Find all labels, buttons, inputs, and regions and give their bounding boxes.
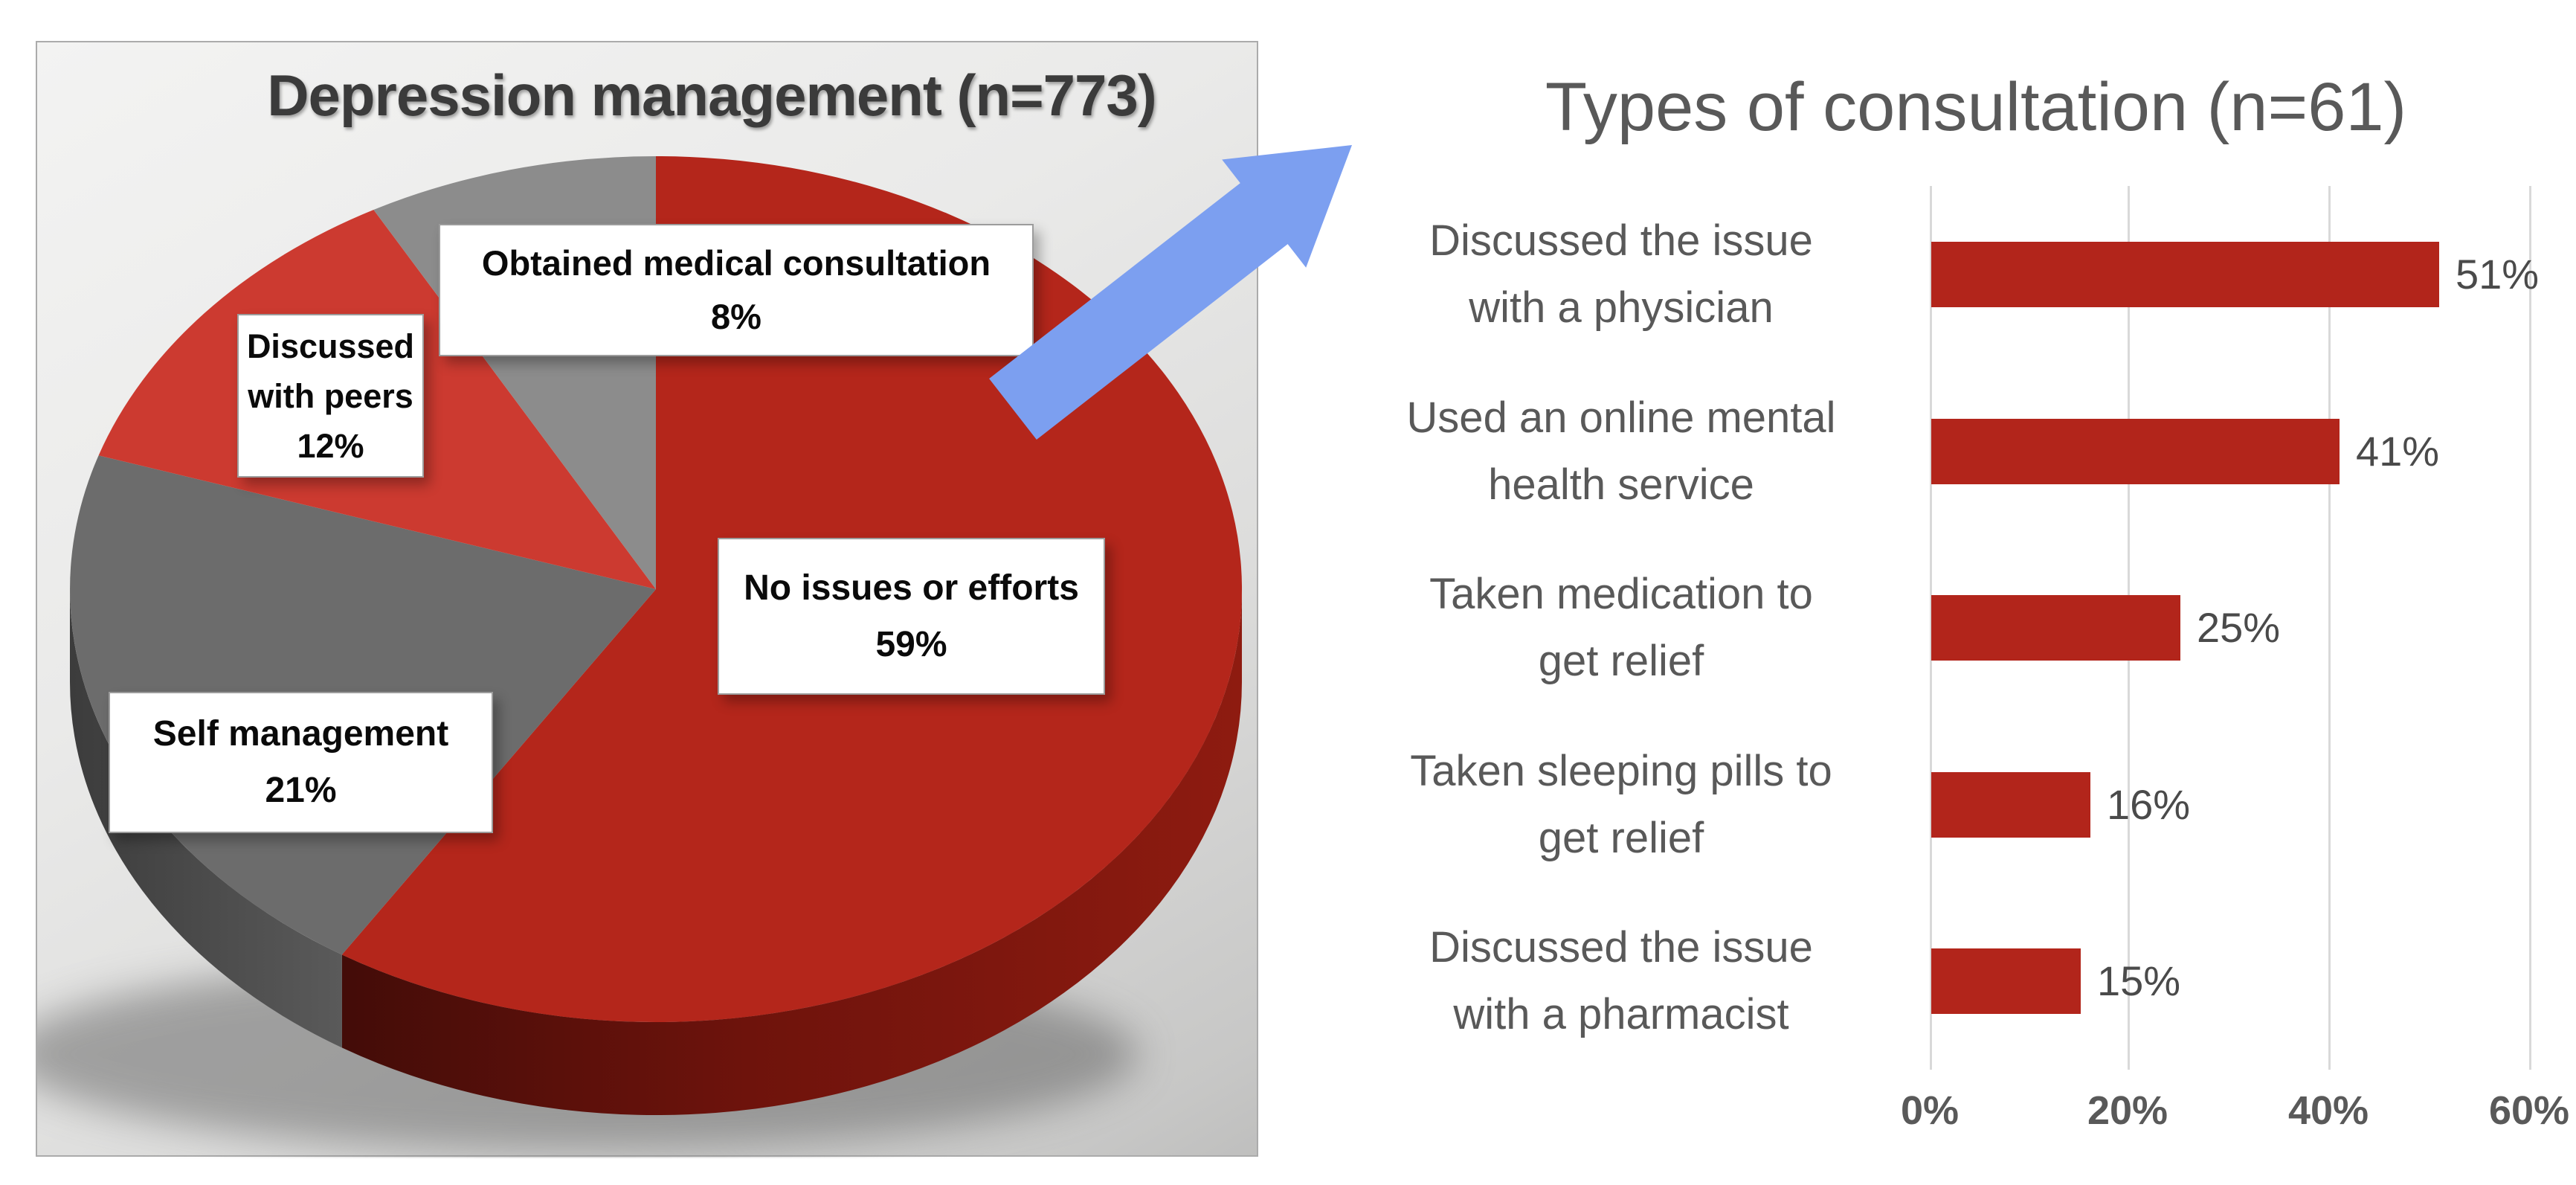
bar [1931,772,2090,838]
bar-row-medication: Taken medication to get relief 25% [1301,539,2576,716]
bar-row-online-service: Used an online mental health service 41% [1301,363,2576,540]
callout-line: with peers [248,376,413,415]
pie-slice-side-no-issues-or-efforts [341,589,1242,1115]
callout-discussed-with-peers: Discussed with peers 12% [237,314,424,478]
callout-no-issues-or-efforts: No issues or efforts 59% [718,538,1105,695]
callout-percent: 59% [875,624,947,664]
value-label: 16% [2107,781,2191,828]
bar-chart-title: Types of consultation (n=61) [1545,69,2407,145]
category-label: Discussed the issue with a pharmacist [1429,923,1813,1038]
callout-line: Discussed [246,327,415,365]
bar-chart-panel: Types of consultation (n=61) Discussed t… [1301,0,2576,1185]
callout-line: Self management [152,714,449,754]
bar-row-pharmacist: Discussed the issue with a pharmacist 15… [1301,893,2576,1070]
callout-percent: 21% [265,771,337,810]
x-axis-tick-20: 20% [2087,1088,2168,1133]
pie-slice-side-self-management [70,589,342,1048]
bar [1931,419,2340,484]
category-label: Taken sleeping pills to get relief [1410,747,1832,862]
callout-line: Obtained medical consultation [481,243,991,283]
value-label: 15% [2097,957,2181,1004]
value-label: 41% [2356,428,2440,475]
x-axis-tick-40: 40% [2287,1088,2369,1133]
value-label: 51% [2456,251,2540,298]
bar [1931,595,2180,661]
bar-row-sleeping-pills: Taken sleeping pills to get relief 16% [1301,716,2576,893]
category-label: Taken medication to get relief [1429,570,1813,685]
x-axis-tick-60: 60% [2488,1088,2570,1133]
bar [1931,242,2439,307]
pie-chart-title: Depression management (n=773) [267,62,1157,128]
x-axis-tick-0: 0% [1900,1088,1960,1133]
value-label: 25% [2197,604,2281,651]
gridline-0pct [1930,186,1932,1070]
category-label: Used an online mental health service [1406,394,1836,509]
callout-percent: 8% [711,297,761,336]
pie-chart-panel: Depression management (n=773) Obtained m… [36,41,1258,1157]
callout-line: No issues or efforts [744,568,1079,608]
bar [1931,948,2081,1014]
gridline-40pct [2328,186,2331,1070]
callout-obtained-medical-consultation: Obtained medical consultation 8% [439,224,1034,356]
callout-percent: 12% [297,426,364,465]
bar-row-physician: Discussed the issue with a physician 51% [1301,186,2576,363]
gridline-60pct [2529,186,2531,1070]
category-label: Discussed the issue with a physician [1429,216,1813,332]
callout-self-management: Self management 21% [109,692,493,833]
